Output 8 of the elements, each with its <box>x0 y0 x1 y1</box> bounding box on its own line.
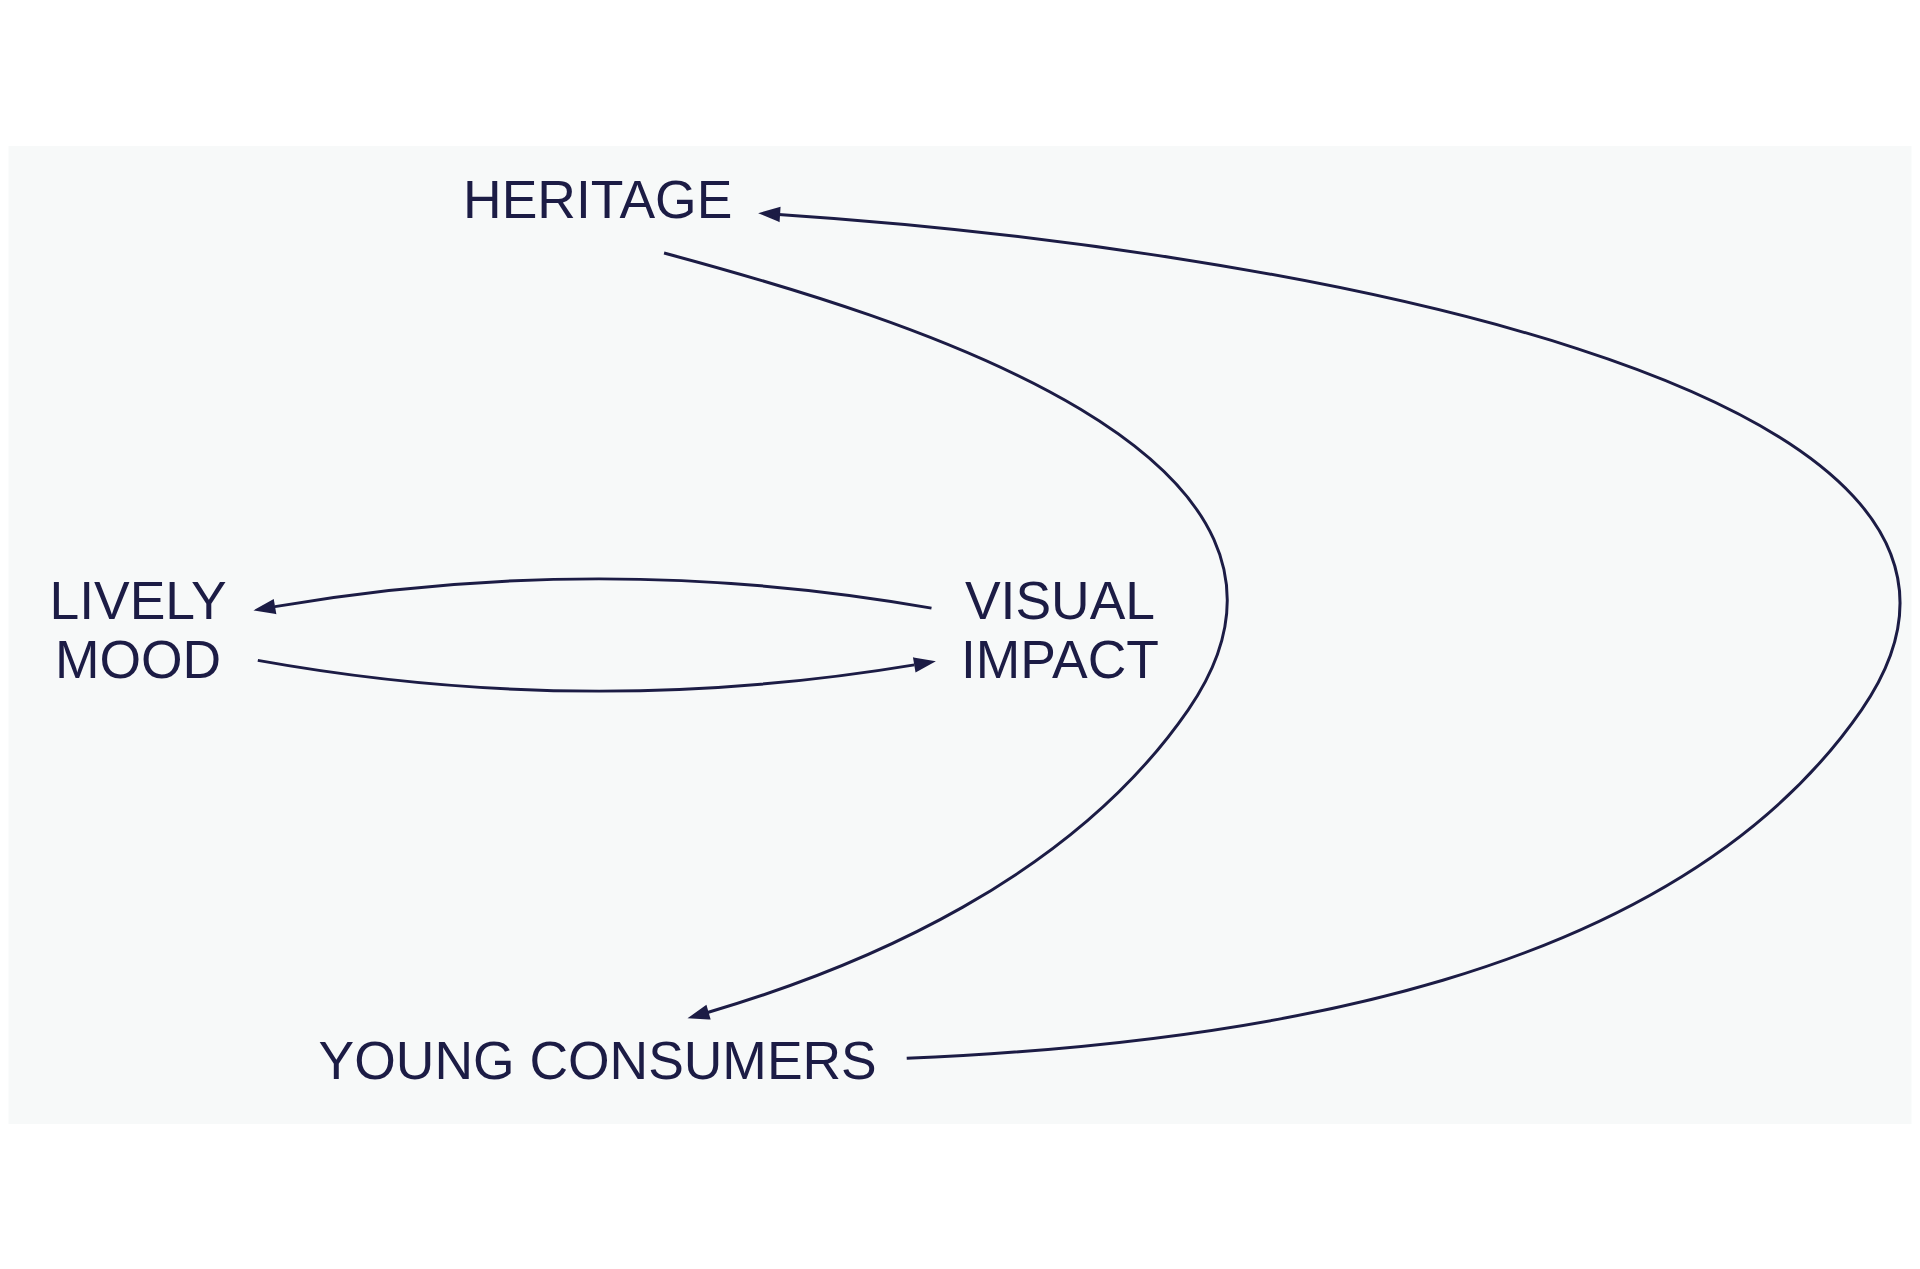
arrow <box>253 576 932 614</box>
node-text: YOUNG CONSUMERS <box>318 1030 877 1090</box>
arrow <box>758 206 1899 1060</box>
node-text: HERITAGE <box>463 169 733 229</box>
arrow <box>257 656 936 692</box>
arrow <box>663 251 1229 1020</box>
node-text: LIVELY MOOD <box>49 570 227 689</box>
node-text: VISUAL IMPACT <box>961 570 1159 689</box>
